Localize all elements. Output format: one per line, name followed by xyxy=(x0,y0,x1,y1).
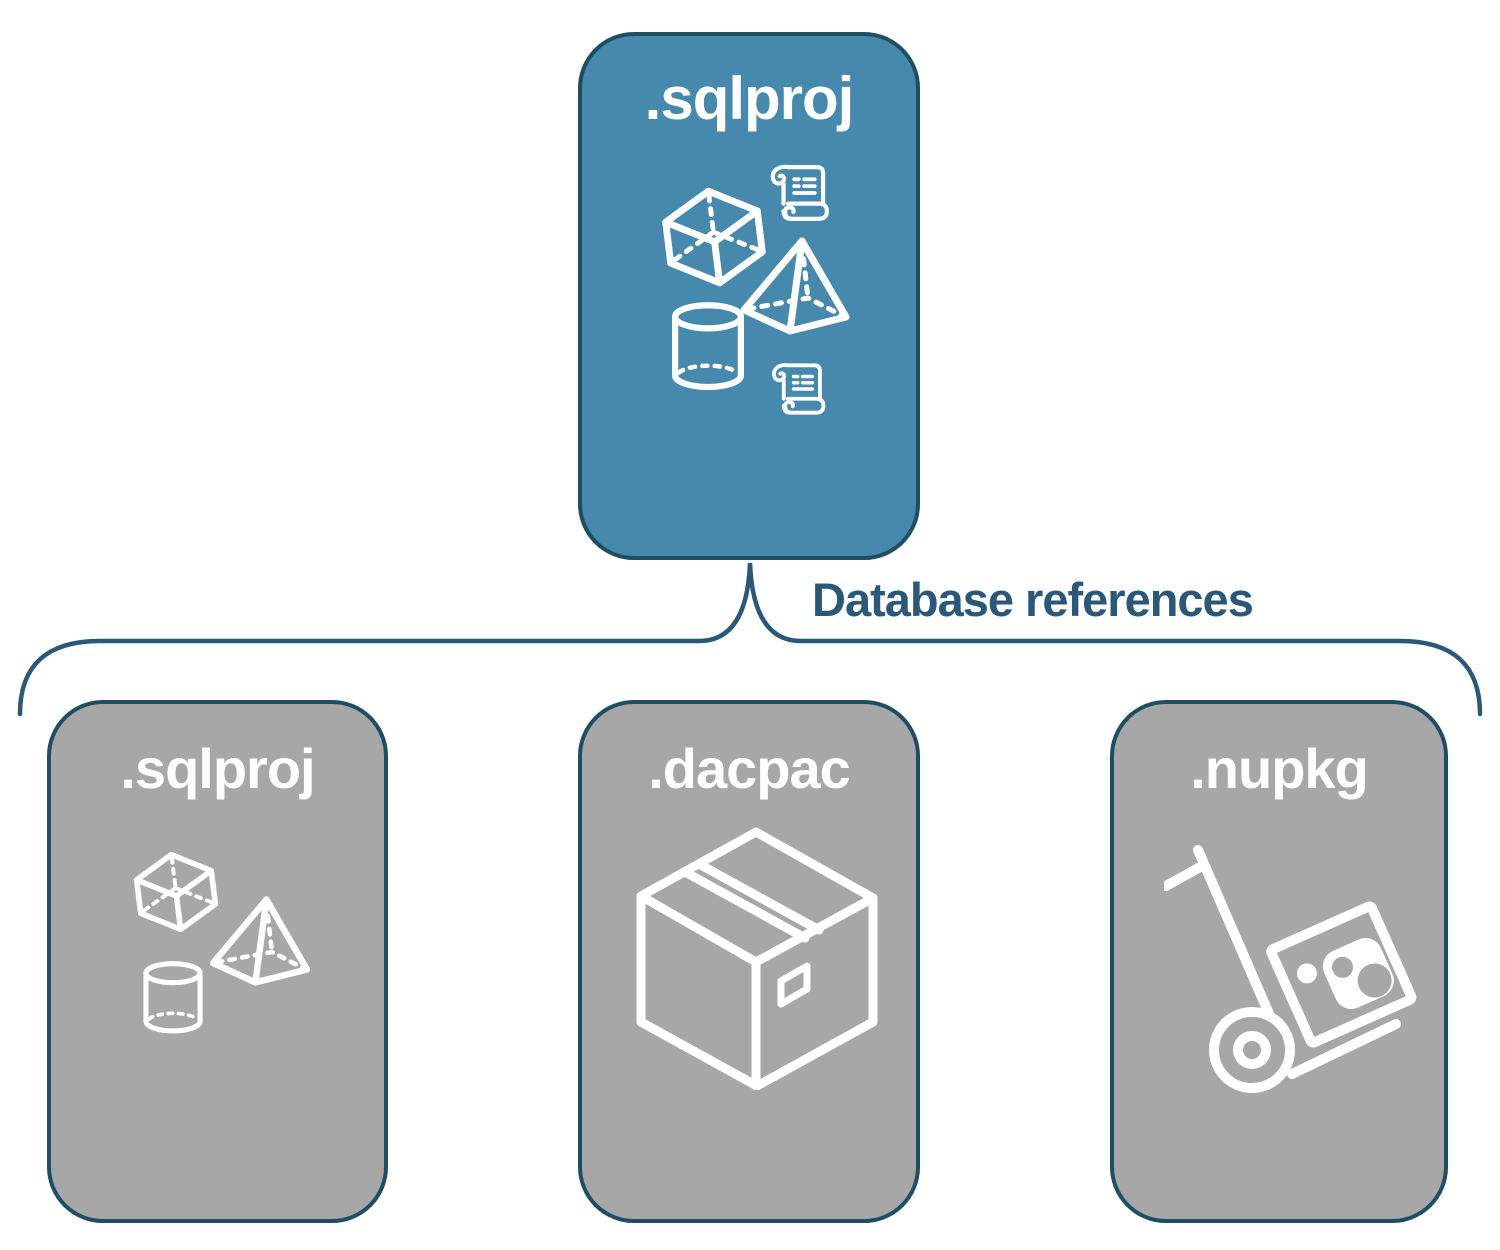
hand-truck-package-icon xyxy=(1164,838,1426,1100)
root-node-title: .sqlproj xyxy=(644,65,855,132)
cube-icon xyxy=(132,848,220,936)
node-child-sqlproj: .sqlproj xyxy=(47,700,388,1223)
pyramid-icon xyxy=(738,236,852,336)
script-scroll-icon xyxy=(763,159,833,227)
pyramid-icon xyxy=(208,895,312,987)
package-box-icon xyxy=(635,826,879,1090)
node-child-dacpac: .dacpac xyxy=(578,700,920,1223)
child-node-title: .sqlproj xyxy=(120,737,315,800)
connector-label: Database references xyxy=(812,573,1254,626)
cylinder-icon xyxy=(140,960,206,1036)
cylinder-icon xyxy=(668,300,748,394)
node-root-sqlproj: .sqlproj xyxy=(578,32,920,560)
node-child-nupkg: .nupkg xyxy=(1110,700,1448,1223)
child-node-title: .nupkg xyxy=(1190,737,1369,800)
child-node-title: .dacpac xyxy=(648,737,851,800)
script-scroll-icon xyxy=(765,358,829,420)
